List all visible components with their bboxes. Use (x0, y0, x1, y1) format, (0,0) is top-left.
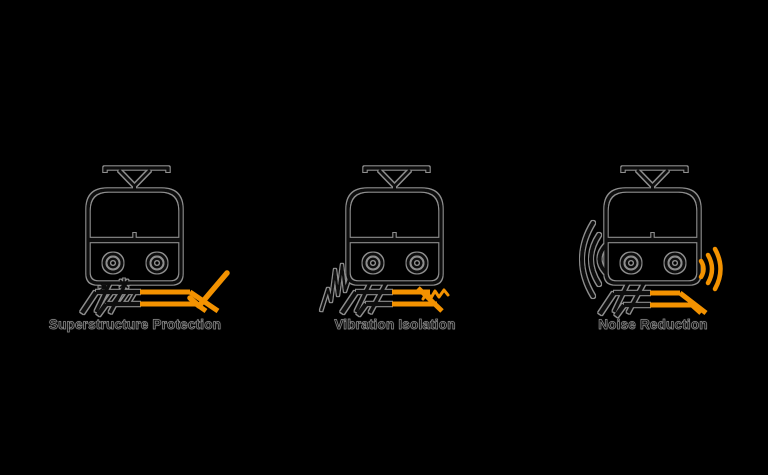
crack-star-icon (98, 278, 130, 293)
noise-reduction-label: Noise Reduction (598, 317, 708, 333)
track-left-icon (340, 289, 392, 317)
damaged-track-icon (80, 289, 140, 317)
sound-waves-left-icon (580, 221, 607, 298)
vibration-isolation-label: Vibration Isolation (334, 317, 456, 333)
superstructure-protection-label: Superstructure Protection (48, 317, 222, 333)
sound-waves-right-icon (698, 246, 723, 292)
superstructure-protection-icon (80, 168, 230, 317)
check-mark-icon (187, 270, 230, 309)
vibration-isolation-icon (319, 168, 450, 317)
spring-zigzag-icon (421, 288, 450, 301)
orange-track-icon (650, 290, 708, 315)
vibration-wave-icon (319, 263, 351, 312)
track-left-icon (598, 290, 650, 318)
orange-track-icon (392, 286, 444, 313)
noise-reduction-icon (580, 168, 723, 318)
